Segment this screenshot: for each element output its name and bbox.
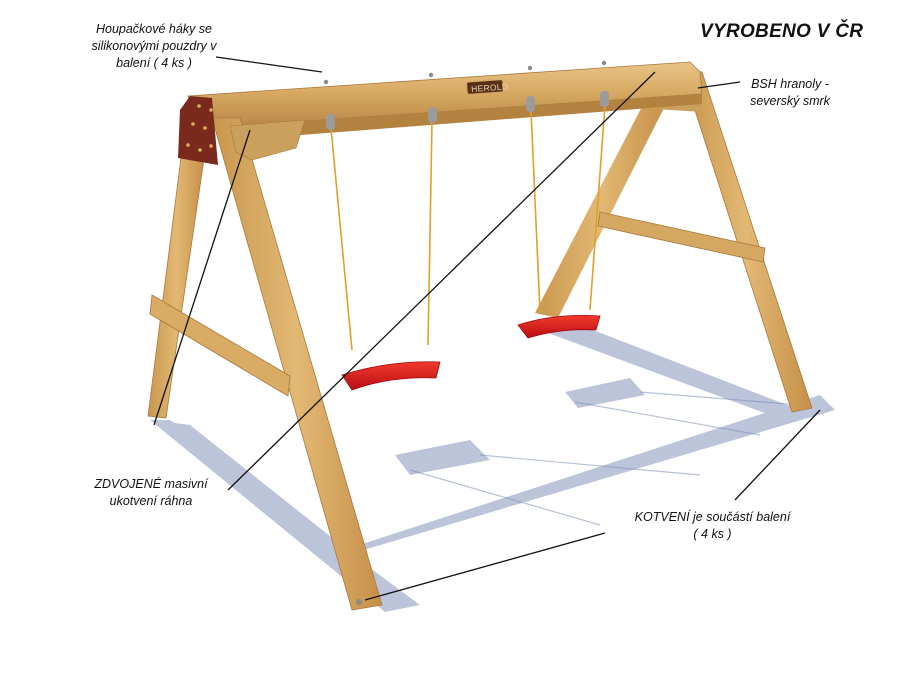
timber-note: BSH hranoly - severský smrk [735, 76, 845, 110]
left-a-frame [147, 96, 383, 611]
beam-bolts [323, 60, 607, 85]
anchoring-callout-line-2 [227, 71, 656, 491]
brand-plate: HEROLD [466, 79, 509, 95]
left-swing-seat [341, 361, 441, 391]
right-a-frame [535, 69, 813, 413]
ground-anchor-note-line-1: KOTVENÍ je součástí balení [634, 510, 791, 524]
anchoring-callout-line-1 [153, 129, 251, 426]
left-beam-support [229, 119, 306, 161]
hooks-callout-line [215, 56, 323, 73]
brand-plate-text: HEROLD [471, 81, 509, 94]
timber-note-line-1: BSH hranoly - [751, 77, 829, 91]
shadow-beam [330, 395, 835, 560]
left-back-leg [147, 149, 206, 419]
shadow-seat-left [395, 440, 490, 475]
left-front-leg [211, 117, 383, 611]
shadow-back-legs [540, 325, 800, 415]
anchoring-note-line-1: ZDVOJENÉ masivní [94, 477, 208, 491]
anchoring-note: ZDVOJENÉ masivní ukotvení ráhna [80, 476, 222, 510]
hooks-note: Houpačkové háky se silikonovými pouzdry … [52, 21, 256, 72]
left-swing [326, 107, 441, 391]
ground-anchor-note-line-2: ( 4 ks ) [693, 527, 732, 541]
timber-note-line-2: severský smrk [750, 94, 830, 108]
right-swing-seat [517, 315, 601, 339]
hooks-note-line-2: silikonovými pouzdry v [91, 39, 217, 53]
hooks-note-line-3: balení ( 4 ks ) [116, 56, 192, 70]
ground-anchor-callout-line-2 [734, 409, 821, 501]
top-beam [187, 60, 703, 140]
callout-lines [153, 56, 821, 601]
bracket-screws [186, 104, 213, 152]
page-title: VYROBENO V ČR [700, 21, 864, 42]
right-cross-brace [597, 211, 766, 263]
anchoring-note-line-2: ukotvení ráhna [109, 494, 193, 508]
left-cross-brace [149, 294, 291, 397]
corner-bracket [178, 96, 218, 165]
ground-anchor-note: KOTVENÍ je součástí balení ( 4 ks ) [615, 509, 810, 543]
shadow-ropes [409, 391, 801, 526]
right-swing [517, 91, 609, 339]
timber-callout-line [697, 81, 741, 89]
ground-anchor-bolt [356, 599, 362, 605]
right-back-leg [535, 95, 668, 318]
shadow-front-leg-2 [168, 422, 360, 560]
ground-anchor-callout-line-1 [364, 532, 606, 601]
shadow-seat-right [565, 378, 645, 408]
hooks-note-line-1: Houpačkové háky se [95, 22, 213, 36]
